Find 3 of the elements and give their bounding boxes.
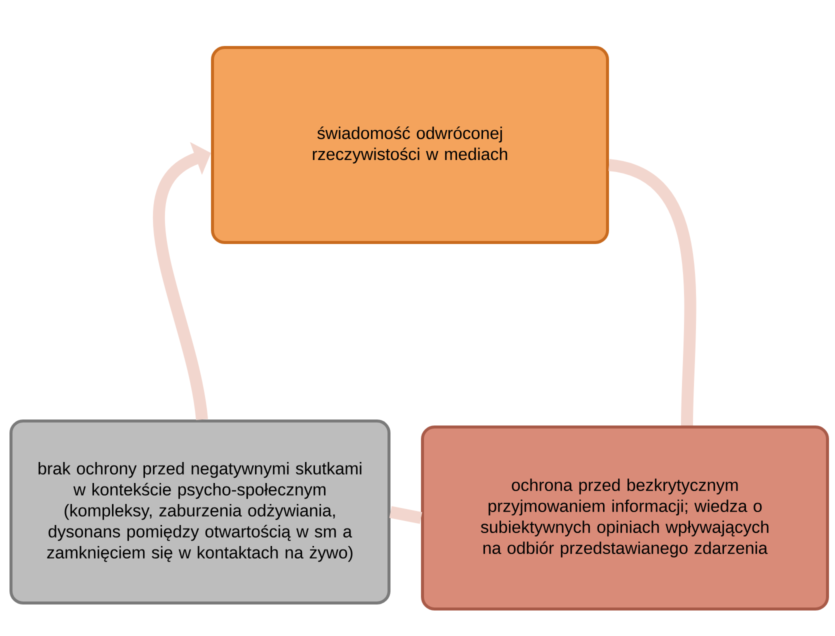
process-box: brak ochrony przed negatywnymi skutkami w kontekście psycho-społecznym (kompleksy, zaburzenia odżywiania, dysonans pomiędzy otwartością w sm a zamknięciem się w kontaktach na żywo) [10, 419, 390, 604]
process-box: świadomość odwróconej rzeczywistości w mediach [211, 46, 609, 244]
process-box: ochrona przed bezkrytycznym przyjmowaniem informacji; wiedza o subiektywnych opiniach wpływających na odbiór przedstawianego zdarzenia [421, 425, 829, 610]
